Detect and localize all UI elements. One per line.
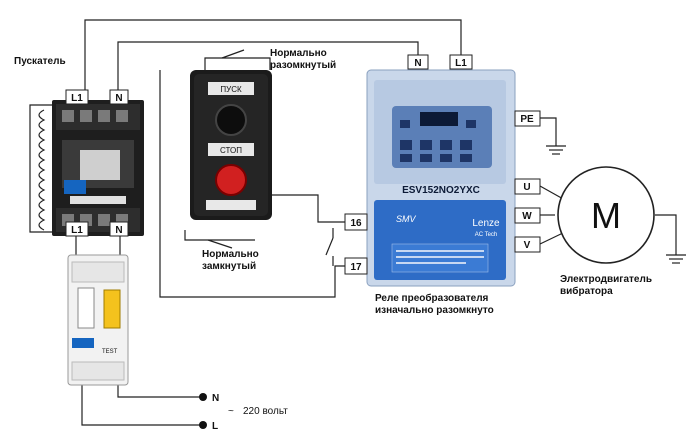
svg-text:17: 17: [350, 262, 362, 273]
svg-text:N: N: [115, 225, 122, 236]
svg-text:L1: L1: [71, 93, 83, 104]
svg-text:PE: PE: [520, 114, 534, 125]
terminal-starter-top-n: N: [109, 89, 129, 105]
svg-text:16: 16: [350, 218, 362, 229]
terminal-vfd-17: 17: [344, 257, 368, 275]
svg-text:N: N: [115, 93, 122, 104]
supply-l-label: L: [212, 421, 218, 432]
stop-button-label: СТОП: [220, 146, 242, 155]
no-contact-label-line1: Нормально: [270, 48, 327, 59]
vfd-key-7[interactable]: [440, 154, 452, 162]
terminal-vfd-pe: PE: [514, 110, 541, 127]
terminal-starter-bottom-l1: L1: [65, 221, 89, 237]
starter-label: Пускатель: [14, 56, 66, 67]
terminal-vfd-w: W: [514, 207, 541, 224]
relay-label-line2: изначально разомкнуто: [375, 305, 494, 316]
terminal-vfd-u: U: [514, 178, 541, 195]
vfd-key-5[interactable]: [400, 154, 412, 162]
stop-button[interactable]: [215, 164, 247, 196]
vfd-key-8[interactable]: [460, 154, 472, 162]
supply-n-label: N: [212, 393, 219, 404]
vfd-model: ESV152NO2YXC: [402, 185, 480, 196]
starter-contactor: [38, 100, 144, 236]
start-button[interactable]: [215, 104, 247, 136]
vfd-brand: Lenze: [472, 218, 500, 229]
svg-text:W: W: [522, 211, 532, 222]
svg-text:L1: L1: [71, 225, 83, 236]
relay-label-line1: Реле преобразователя: [375, 292, 489, 304]
svg-text:L1: L1: [455, 58, 467, 69]
vfd-key-6[interactable]: [420, 154, 432, 162]
terminal-vfd-n: N: [407, 54, 429, 70]
frequency-converter: ESV152NO2YXC SMV Lenze AC Tech: [366, 69, 516, 287]
terminal-starter-bottom-n: N: [109, 221, 129, 237]
supply-n-dot: [199, 393, 207, 401]
nc-contact-label-line1: Нормально: [202, 249, 259, 260]
svg-text:V: V: [524, 240, 531, 251]
motor: M: [557, 166, 655, 264]
terminal-vfd-v: V: [514, 236, 541, 253]
motor-label-line2: вибратора: [560, 285, 613, 297]
terminal-vfd-l1: L1: [449, 54, 473, 70]
breaker-test-label: TEST: [102, 349, 118, 355]
terminal-starter-top-l1: L1: [65, 89, 89, 105]
vfd-key-3[interactable]: [440, 140, 452, 150]
supply-tilde: ~: [228, 406, 234, 417]
terminal-vfd-16: 16: [344, 213, 368, 231]
motor-symbol: M: [591, 195, 621, 236]
motor-label-line1: Электродвигатель: [560, 274, 652, 285]
svg-text:N: N: [414, 58, 421, 69]
no-contact-label-line2: разомкнутый: [270, 60, 336, 71]
vfd-brand-sub: AC Tech: [475, 232, 498, 238]
vfd-key-2[interactable]: [420, 140, 432, 150]
supply-l-dot: [199, 421, 207, 429]
residual-current-breaker: TEST: [67, 254, 129, 386]
wires: [29, 19, 686, 426]
supply-voltage: 220 вольт: [243, 406, 288, 417]
vfd-key-1[interactable]: [400, 140, 412, 150]
nc-contact-label-line2: замкнутый: [202, 261, 256, 272]
start-button-label: ПУСК: [220, 85, 242, 94]
svg-text:U: U: [523, 182, 530, 193]
button-box: ПУСК СТОП: [190, 70, 272, 220]
vfd-series: SMV: [396, 214, 417, 224]
vfd-key-4[interactable]: [460, 140, 472, 150]
